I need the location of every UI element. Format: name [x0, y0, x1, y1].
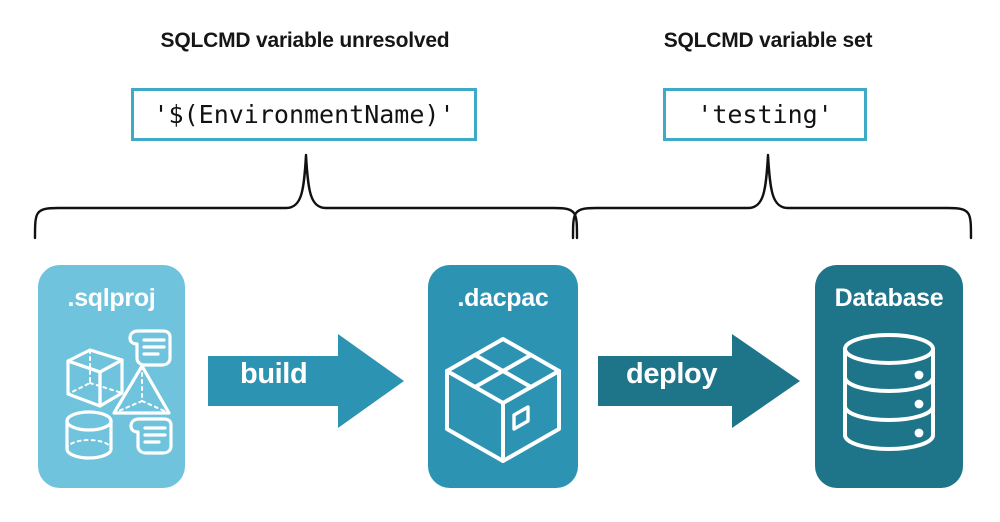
project-artifacts-icon: [65, 329, 173, 460]
arrow-label-deploy: deploy: [626, 358, 718, 390]
brace-left: [30, 150, 582, 245]
arrow-label-build: build: [240, 358, 308, 390]
database-cylinder-art: [815, 327, 963, 472]
arrow-right-icon: [208, 334, 404, 428]
code-box-testing: 'testing': [663, 88, 867, 141]
brace-left-icon: [33, 153, 579, 240]
project-artifacts-art: [38, 323, 185, 468]
status-dot: [914, 370, 924, 380]
stage-box-database: Database: [815, 265, 963, 488]
stage-label-dacpac: .dacpac: [457, 284, 549, 312]
package-box-icon: [445, 337, 561, 463]
status-dot: [914, 428, 924, 438]
brace-right-icon: [571, 153, 973, 240]
arrow-right-icon: [598, 334, 800, 428]
heading-sqlcmd-variable-unresolved: SQLCMD variable unresolved: [160, 29, 450, 52]
stage-label-sqlproj: .sqlproj: [67, 284, 156, 312]
stage-label-database: Database: [834, 284, 944, 312]
package-box-art: [428, 323, 578, 478]
stage-box-sqlproj: .sqlproj: [38, 265, 185, 488]
code-box-environment-name: '$(EnvironmentName)': [131, 88, 477, 141]
arrow-build: build: [208, 334, 404, 433]
status-dot: [914, 399, 924, 409]
stage-box-dacpac: .dacpac: [428, 265, 578, 488]
arrow-deploy: deploy: [598, 334, 800, 433]
database-cylinder-icon: [843, 333, 935, 451]
brace-right: [568, 150, 976, 245]
heading-sqlcmd-variable-set: SQLCMD variable set: [663, 29, 873, 52]
